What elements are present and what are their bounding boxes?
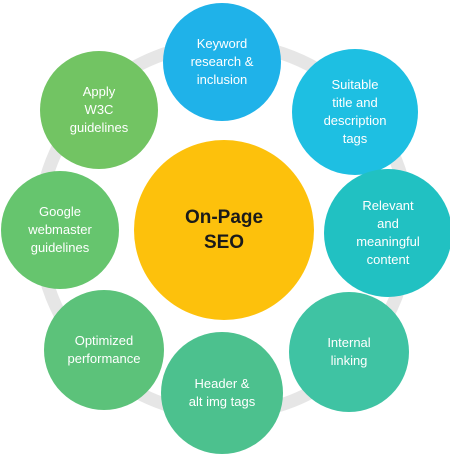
node-label: Internal linking — [327, 335, 371, 368]
node-relevant-content: Relevant and meaningful content — [324, 169, 450, 297]
node-optimized-performance: Optimized performance — [44, 290, 164, 410]
node-header-alt-tags: Header & alt img tags — [161, 332, 283, 454]
node-label: Suitable title and description tags — [323, 77, 387, 146]
node-label: Keyword research & inclusion — [190, 36, 254, 87]
center-node-on-page-seo: On-Page SEO — [134, 140, 314, 320]
node-label: Optimized performance — [67, 333, 141, 366]
node-label: Header & alt img tags — [188, 376, 256, 409]
node-internal-linking: Internal linking — [289, 292, 409, 412]
node-w3c-guidelines: Apply W3C guidelines — [40, 51, 158, 169]
node-google-webmaster: Google webmaster guidelines — [1, 171, 119, 289]
node-label: Apply W3C guidelines — [69, 84, 129, 135]
node-title-description-tags: Suitable title and description tags — [292, 49, 418, 175]
node-keyword-research: Keyword research & inclusion — [163, 3, 281, 121]
node-label: Relevant and meaningful content — [356, 198, 420, 267]
node-label: Google webmaster guidelines — [28, 204, 92, 255]
center-label: On-Page SEO — [184, 207, 264, 253]
